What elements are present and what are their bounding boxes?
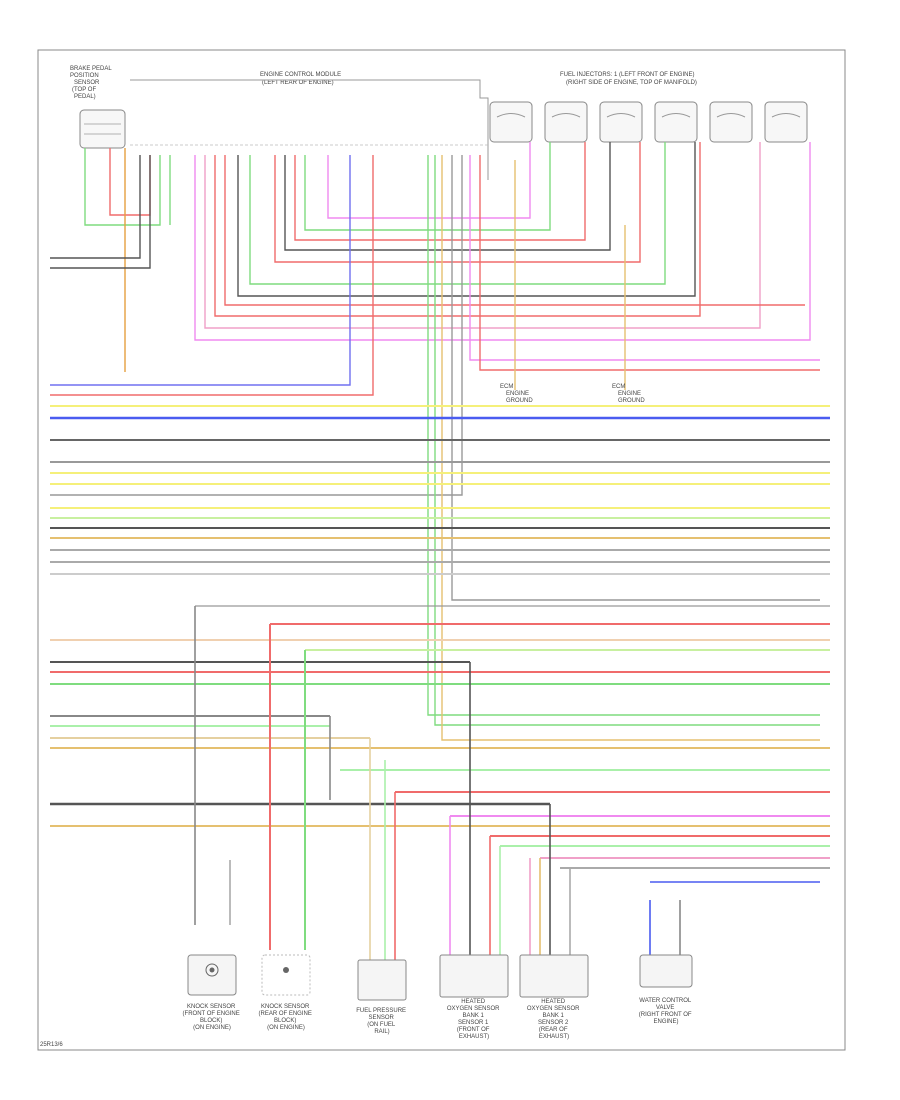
knock-sensor-front (187, 954, 237, 996)
oxygen-sensor-1-label: HEATED OXYGEN SENSOR BANK 1 SENSOR 1 (FR… (447, 999, 501, 1040)
water-control-valve-label: WATER CONTROL VALVE (RIGHT FRONT OF ENGI… (639, 998, 693, 1025)
knock-sensor-rear-label: KNOCK SENSOR (REAR OF ENGINE BLOCK) (ON … (258, 1004, 313, 1031)
brake-pedal-sensor-label: BRAKE PEDAL POSITION SENSOR (TOP OF PEDA… (70, 66, 113, 100)
fuel-injector-1 (489, 101, 533, 143)
knock-sensor-front-label: KNOCK SENSOR (FRONT OF ENGINE BLOCK) (ON… (183, 1004, 242, 1031)
ecm-title: ENGINE CONTROL MODULE (LEFT REAR OF ENGI… (260, 72, 343, 86)
oxygen-sensor-1 (439, 954, 509, 998)
main-harness (50, 405, 830, 575)
fuel-pressure-sensor (357, 959, 407, 1001)
oxygen-sensor-2 (519, 954, 589, 998)
fuel-injector-4 (654, 101, 698, 143)
center-vertical-wires (427, 155, 820, 741)
brake-pedal-sensor (79, 109, 126, 149)
fuel-injector-5 (709, 101, 753, 143)
fuel-injector-6 (764, 101, 808, 143)
knock-sensor-rear (261, 954, 311, 996)
ecm-ground-left: ECM ENGINE GROUND (500, 384, 533, 404)
ecm-connector-outline (130, 79, 489, 180)
diagram-frame (37, 49, 846, 1051)
oxygen-sensor-2-label: HEATED OXYGEN SENSOR BANK 1 SENSOR 2 (RE… (527, 999, 581, 1040)
fuel-injectors-title: FUEL INJECTORS: 1 (LEFT FRONT OF ENGINE)… (560, 72, 697, 86)
brake-sensor-wires (50, 148, 171, 372)
diagram-code: 25R13/6 (40, 1042, 63, 1048)
lower-harness (50, 605, 830, 869)
ecm-ground-right: ECM ENGINE GROUND (612, 384, 645, 404)
fuel-injector-2 (544, 101, 588, 143)
water-control-valve (639, 954, 693, 988)
component-drop-wires (194, 606, 820, 960)
fuel-pressure-sensor-label: FUEL PRESSURE SENSOR (ON FUEL RAIL) (356, 1008, 407, 1035)
fuel-injector-3 (599, 101, 643, 143)
